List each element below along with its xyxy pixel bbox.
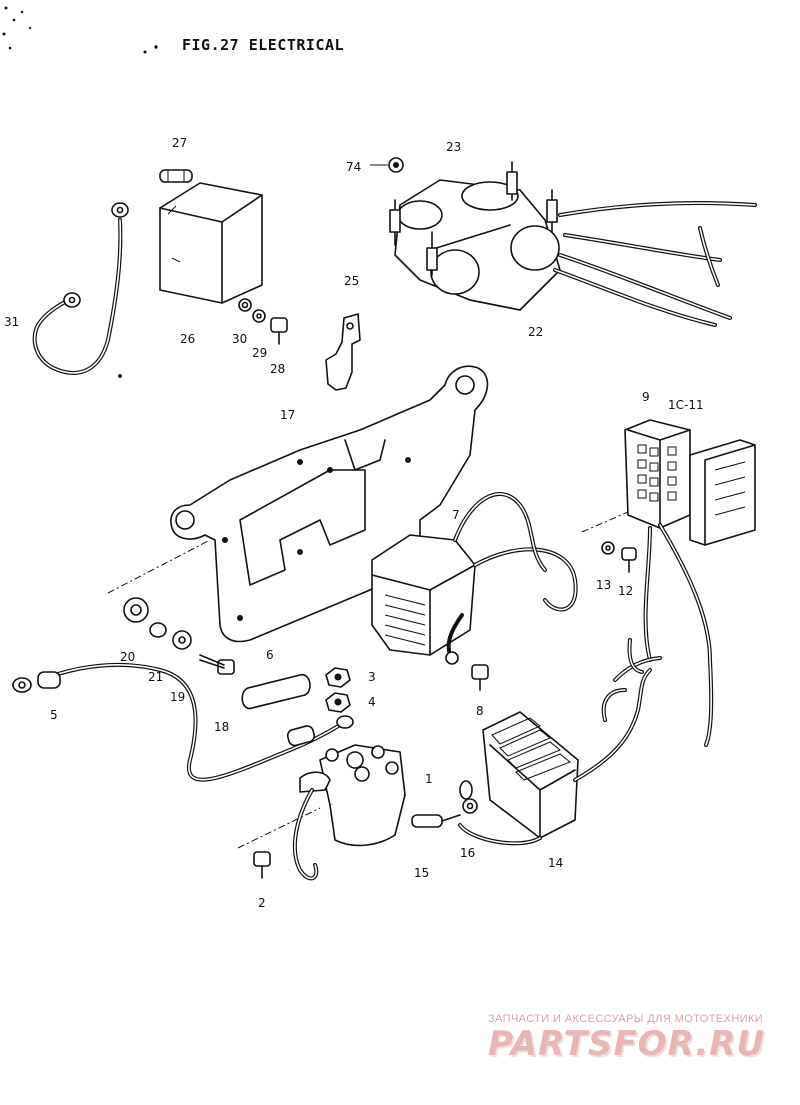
hardware-20-21-19	[123, 597, 192, 650]
callout-28: 28	[270, 362, 286, 376]
boot-6	[241, 673, 311, 710]
nuts-3-4	[325, 667, 351, 713]
module-7	[371, 492, 578, 665]
callout-15: 15	[414, 866, 430, 880]
regulator-14	[458, 638, 662, 846]
callout-25: 25	[344, 274, 360, 288]
callout-29: 29	[252, 346, 268, 360]
callout-13: 13	[596, 578, 612, 592]
callout-26: 26	[180, 332, 196, 346]
callout-2: 2	[258, 896, 266, 910]
hardware-30-29-28	[238, 298, 288, 345]
relay-26	[159, 182, 263, 304]
nut-74	[370, 157, 404, 173]
callout-6: 6	[266, 648, 274, 662]
callout-21: 21	[148, 670, 164, 684]
callout-23: 23	[446, 140, 462, 154]
scan-noise	[2, 6, 158, 378]
callout-19: 19	[170, 690, 186, 704]
callout-8: 8	[476, 704, 484, 718]
starter-relay-1	[292, 744, 406, 881]
hardware-15-16	[411, 780, 478, 828]
callout-31: 31	[4, 315, 20, 329]
callout-10-11: 1C-11	[668, 398, 704, 412]
assembly-leaders	[107, 511, 629, 849]
callout-22: 22	[528, 325, 544, 339]
bracket-17	[170, 365, 489, 643]
bolt-18	[199, 654, 235, 675]
fuse-box-9-10-11	[624, 419, 756, 747]
clamp-25	[325, 313, 361, 391]
figure-title: FIG.27 ELECTRICAL	[182, 36, 345, 54]
callout-18: 18	[214, 720, 230, 734]
callout-74: 74	[346, 160, 362, 174]
battery-cable-5	[12, 662, 354, 782]
callout-7: 7	[452, 508, 460, 522]
callout-14: 14	[548, 856, 564, 870]
callout-27: 27	[172, 136, 188, 150]
callout-20: 20	[120, 650, 136, 664]
callout-16: 16	[460, 846, 476, 860]
ground-wire-31	[32, 202, 129, 375]
bolt-8	[471, 664, 489, 691]
watermark-logo: PARTSFOR.RU	[488, 1024, 766, 1064]
callout-9: 9	[642, 390, 650, 404]
callout-5: 5	[50, 708, 58, 722]
callout-1: 1	[425, 772, 433, 786]
hardware-13-12	[601, 541, 637, 573]
callout-4: 4	[368, 695, 376, 709]
callout-3: 3	[368, 670, 376, 684]
callout-30: 30	[232, 332, 248, 346]
screw-2	[253, 851, 271, 879]
callout-17: 17	[280, 408, 296, 422]
watermark-subtitle: ЗАПЧАСТИ И АКСЕССУАРЫ ДЛЯ МОТОТЕХНИКИ	[488, 1013, 764, 1025]
fuse-27	[159, 169, 193, 183]
ignition-coils-22-23	[389, 161, 757, 327]
callout-12: 12	[618, 584, 634, 598]
